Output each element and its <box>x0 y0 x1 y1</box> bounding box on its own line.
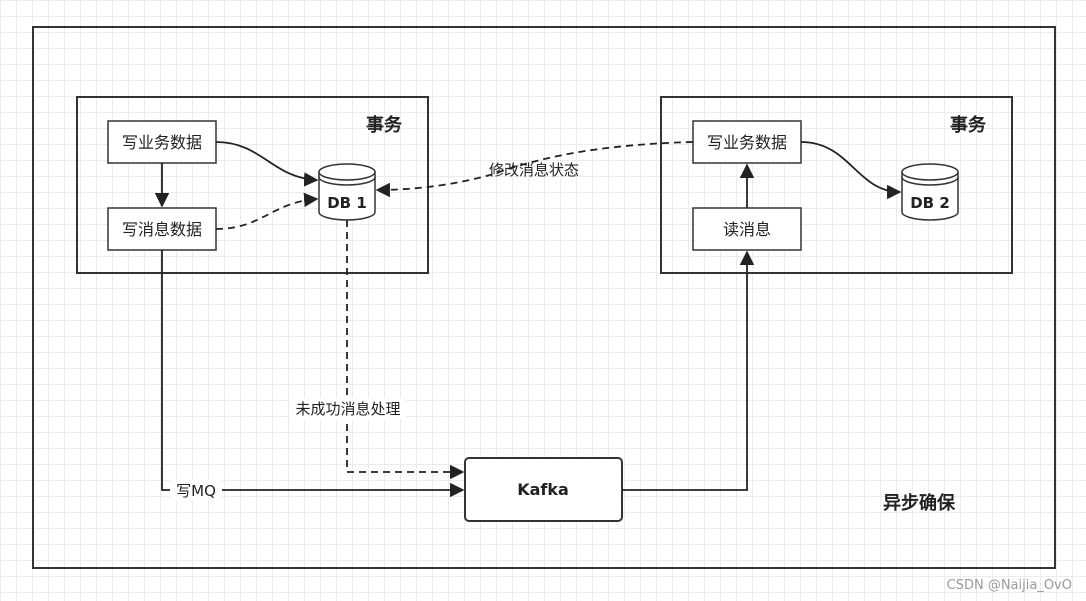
edge-right-business-to-db2 <box>800 141 902 200</box>
edge-kafka-to-read <box>622 250 755 491</box>
edge-label-modify-status: 修改消息状态 <box>489 161 579 179</box>
outer-frame <box>32 26 1056 569</box>
edge-left-business-to-db1 <box>215 141 319 187</box>
db2-label: DB 2 <box>910 194 950 212</box>
db2-cylinder <box>901 163 959 221</box>
right-transaction-box <box>660 96 1013 274</box>
left-write-business-node <box>107 120 217 164</box>
left-transaction-box <box>76 96 429 274</box>
edge-label-write-mq-bg <box>170 480 222 500</box>
right-write-business-label: 写业务数据 <box>707 133 787 152</box>
kafka-label: Kafka <box>517 480 569 499</box>
right-transaction-title: 事务 <box>950 114 987 136</box>
db1-label: DB 1 <box>327 194 367 212</box>
left-transaction-title: 事务 <box>366 114 403 136</box>
right-read-message-node <box>692 207 802 251</box>
edge-left-message-to-db1 <box>215 192 319 230</box>
watermark: CSDN @Naijia_OvO <box>946 578 1072 593</box>
edge-right-business-to-db1 <box>375 141 694 198</box>
edge-write-mq <box>161 250 465 498</box>
db1-cylinder <box>318 163 376 221</box>
edge-label-failed-bg <box>290 398 406 420</box>
edge-label-failed-processing: 未成功消息处理 <box>295 400 400 418</box>
right-read-message-label: 读消息 <box>723 220 771 239</box>
edge-db1-to-kafka <box>346 220 465 480</box>
outer-label-async-assurance: 异步确保 <box>883 492 956 514</box>
edge-label-write-mq: 写MQ <box>176 482 216 500</box>
left-write-business-label: 写业务数据 <box>122 133 202 152</box>
left-write-message-label: 写消息数据 <box>122 220 202 239</box>
